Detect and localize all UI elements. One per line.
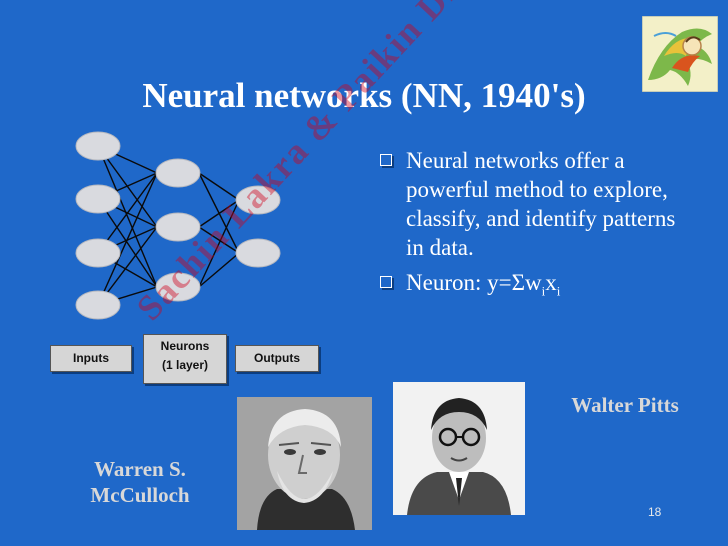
mcculloch-caption-line2: McCulloch [90, 483, 190, 507]
checkbox-bullet-icon [380, 154, 392, 166]
inputs-label-text: Inputs [73, 351, 109, 365]
input-node [75, 238, 121, 268]
neural-network-diagram [40, 122, 300, 337]
outputs-label: Outputs [235, 345, 319, 372]
output-node [235, 185, 281, 215]
page-number: 18 [648, 505, 662, 519]
hidden-neuron-node [155, 158, 201, 188]
inputs-label: Inputs [50, 345, 132, 372]
formula-subscript: i [541, 283, 546, 299]
input-node [75, 184, 121, 214]
formula-variable: x [545, 270, 557, 295]
neuron-formula: Neuron: y=Σwixi [406, 270, 560, 299]
bullet-item: Neural networks offer a powerful method … [376, 146, 676, 262]
logo-image [641, 15, 719, 93]
input-node [75, 131, 121, 161]
bullet-text: Neural networks offer a powerful method … [406, 148, 676, 260]
neurons-label-line1: Neurons [160, 339, 210, 353]
formula-prefix: Neuron: y=Σw [406, 270, 542, 295]
input-node [75, 290, 121, 320]
checkbox-bullet-icon [380, 276, 392, 288]
formula-subscript: i [556, 283, 561, 299]
pitts-photo [393, 382, 525, 515]
outputs-label-text: Outputs [254, 351, 300, 365]
hidden-neuron-node [155, 212, 201, 242]
mcculloch-caption-line1: Warren S. [94, 457, 186, 481]
slide-title: Neural networks (NN, 1940's) [142, 76, 586, 115]
mcculloch-photo [237, 397, 372, 530]
output-node [235, 238, 281, 268]
network-graph [75, 131, 281, 320]
hidden-neuron-node [155, 272, 201, 302]
pitts-caption: Walter Pitts [571, 393, 679, 417]
neurons-label-line2: (1 layer) [161, 358, 209, 372]
mcculloch-caption: Warren S. McCulloch [70, 456, 210, 508]
bullet-item: Neuron: y=Σwixi [376, 268, 676, 306]
bullet-list: Neural networks offer a powerful method … [376, 146, 676, 312]
neurons-label: Neurons (1 layer) [143, 334, 227, 384]
